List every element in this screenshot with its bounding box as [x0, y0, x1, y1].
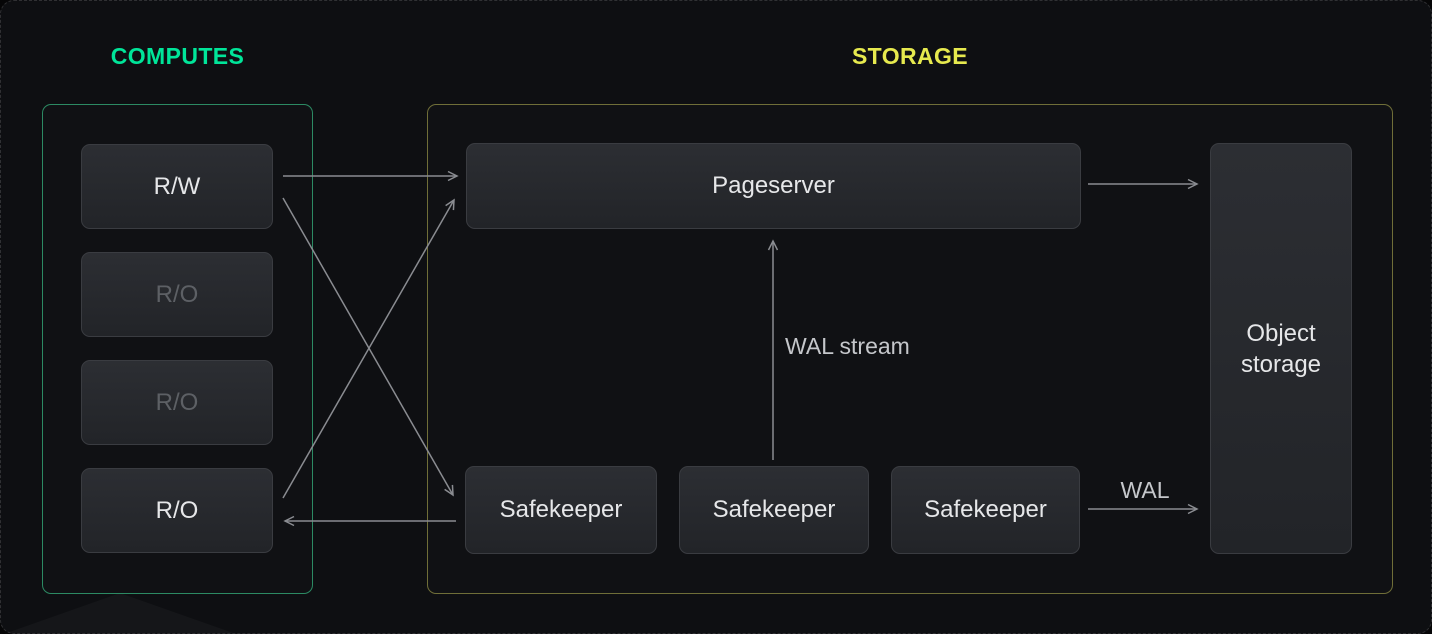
compute-node-ro-3: R/O — [81, 468, 273, 553]
compute-node-rw: R/W — [81, 144, 273, 229]
safekeeper-node-1: Safekeeper — [465, 466, 657, 554]
compute-node-ro-1: R/O — [81, 252, 273, 337]
decorative-triangle — [1, 593, 239, 633]
safekeeper-node-2: Safekeeper — [679, 466, 869, 554]
object-storage-label: Object storage — [1240, 319, 1322, 378]
storage-title: STORAGE — [851, 43, 969, 69]
compute-node-ro-2: R/O — [81, 360, 273, 445]
computes-title: COMPUTES — [110, 43, 245, 69]
wal-stream-label: WAL stream — [785, 333, 910, 359]
pageserver-node: Pageserver — [466, 143, 1081, 229]
safekeeper-node-3: Safekeeper — [891, 466, 1080, 554]
object-storage-node: Object storage — [1210, 143, 1352, 554]
wal-label: WAL — [1120, 477, 1170, 503]
